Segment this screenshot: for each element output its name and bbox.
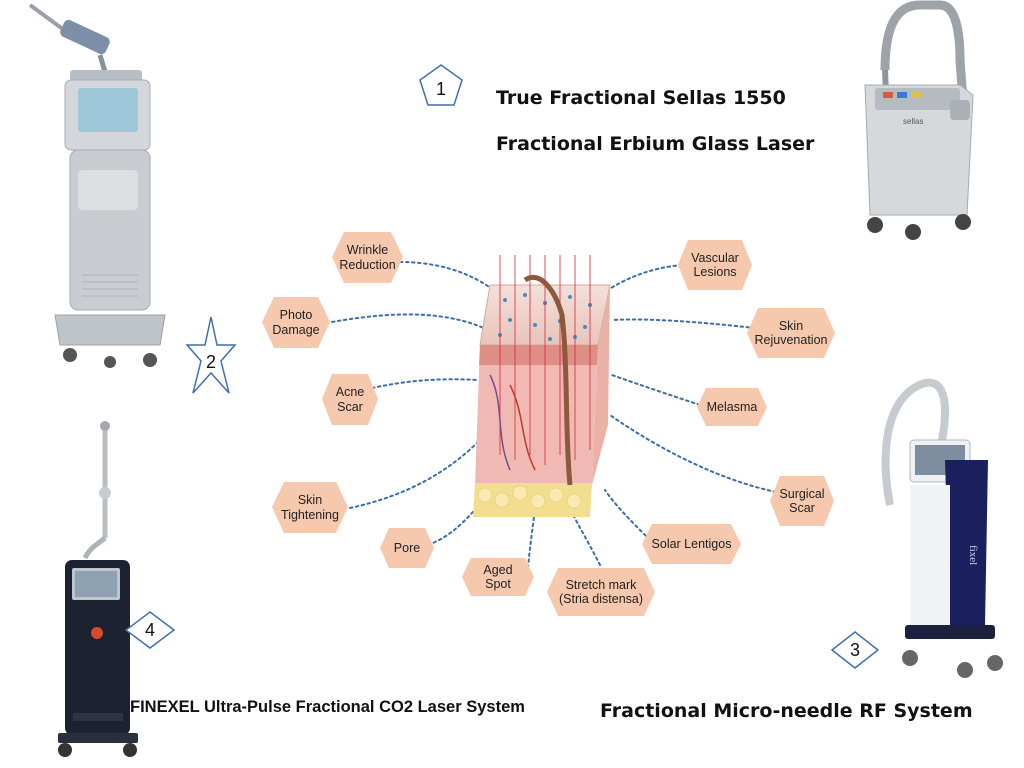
marker-4-label: 4 xyxy=(144,619,155,640)
caption-rf-system: Fractional Micro-needle RF System xyxy=(600,700,973,722)
svg-text:fixel: fixel xyxy=(967,545,979,565)
device-image-finexel xyxy=(58,421,138,757)
device-image-rf-system: fixel xyxy=(881,378,1003,678)
marker-1-label: 1 xyxy=(435,78,446,99)
caption-sellas-title: True Fractional Sellas 1550 xyxy=(496,87,786,109)
indication-surgical-scar-label: Surgical Scar xyxy=(779,486,825,515)
device-image-tower-laser xyxy=(28,3,166,368)
indication-skin-rejuvenation-label: Skin Rejuvenation xyxy=(754,318,828,347)
indication-solar-lentigos-label: Solar Lentigos xyxy=(651,536,732,551)
indication-aged-spot: Aged Spot xyxy=(460,556,536,598)
caption-sellas-subtitle: Fractional Erbium Glass Laser xyxy=(496,133,815,155)
svg-text:sellas: sellas xyxy=(903,117,923,126)
indication-pore-label: Pore xyxy=(393,540,421,555)
marker-2-label: 2 xyxy=(205,351,216,372)
marker-3-diamond: 3 xyxy=(830,630,880,670)
marker-2-star: 2 xyxy=(185,315,237,397)
indication-skin-tightening-label: Skin Tightening xyxy=(281,493,339,522)
indication-melasma-label: Melasma xyxy=(706,399,758,414)
caption-finexel: FINEXEL Ultra-Pulse Fractional CO2 Laser… xyxy=(130,698,525,716)
indication-pore: Pore xyxy=(378,526,436,570)
indication-surgical-scar: Surgical Scar xyxy=(768,474,836,528)
indication-stretch-mark-label: Stretch mark (Stria distensa) xyxy=(558,577,644,606)
skin-cross-section xyxy=(473,255,611,517)
indication-photo-damage: Photo Damage xyxy=(260,295,332,350)
indication-wrinkle-label: Wrinkle Reduction xyxy=(339,243,396,272)
marker-4-diamond: 4 xyxy=(124,610,176,650)
indication-melasma: Melasma xyxy=(695,386,769,428)
indication-solar-lentigos: Solar Lentigos xyxy=(640,522,743,566)
indication-aged-spot-label: Aged Spot xyxy=(483,562,513,591)
indication-acne-scar: Acne Scar xyxy=(320,372,380,427)
indication-stretch-mark: Stretch mark (Stria distensa) xyxy=(545,566,657,618)
indication-photo-label: Photo Damage xyxy=(272,308,320,337)
indication-vascular-lesions: Vascular Lesions xyxy=(676,238,754,292)
device-image-sellas: sellas xyxy=(864,0,974,240)
indication-skin-rejuvenation: Skin Rejuvenation xyxy=(745,306,837,360)
marker-3-label: 3 xyxy=(849,639,860,660)
marker-1-pentagon: 1 xyxy=(418,63,464,107)
indication-wrinkle-reduction: Wrinkle Reduction xyxy=(330,230,405,285)
indication-vascular-lesions-label: Vascular Lesions xyxy=(691,250,739,279)
indication-skin-tightening: Skin Tightening xyxy=(270,480,350,535)
indication-acne-label: Acne Scar xyxy=(335,385,365,414)
